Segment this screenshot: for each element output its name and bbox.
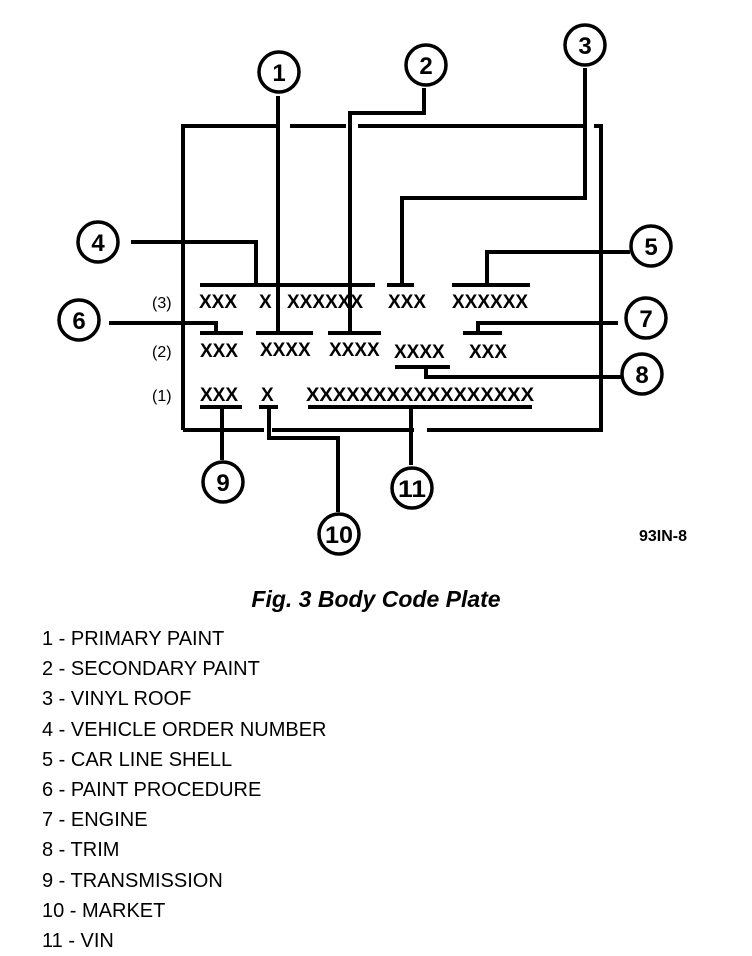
leader-lines — [109, 68, 630, 512]
legend-item: 10 - MARKET — [42, 899, 166, 922]
code-trim: XXXX — [394, 342, 445, 363]
legend-item: 11 - VIN — [42, 929, 114, 952]
code-vehicle-order-number: XXXXXX — [287, 292, 363, 313]
code-vin: XXXXXXXXXXXXXXXXX — [306, 385, 534, 406]
code-market: X — [261, 385, 274, 406]
callout-1: 1 — [257, 50, 301, 94]
legend-item: 7 - ENGINE — [42, 809, 148, 832]
callout-8: 8 — [620, 352, 664, 396]
callout-6: 6 — [57, 298, 101, 342]
code-engine: XXX — [469, 342, 507, 363]
callout-11: 11 — [390, 466, 434, 510]
leader-5 — [485, 250, 630, 285]
row-label-3: (3) — [152, 295, 172, 312]
leader-6 — [109, 321, 218, 333]
code-vinyl-roof: XXX — [388, 292, 426, 313]
row-label-2: (2) — [152, 344, 172, 361]
svg-text:9: 9 — [216, 470, 229, 497]
svg-text:6: 6 — [72, 308, 85, 335]
callout-4: 4 — [76, 220, 120, 264]
code-underlines — [200, 283, 532, 409]
svg-text:7: 7 — [639, 306, 652, 333]
legend-item: 8 - TRIM — [42, 839, 120, 862]
svg-text:3: 3 — [578, 33, 591, 60]
legend-item: 5 - CAR LINE SHELL — [42, 748, 233, 771]
leader-3 — [400, 68, 587, 285]
code-vehicle-order-mid: X — [259, 292, 272, 313]
svg-text:4: 4 — [91, 230, 105, 257]
callout-3: 3 — [563, 23, 607, 67]
code-car-line-shell: XXXXXX — [452, 292, 528, 313]
callout-5: 5 — [629, 224, 673, 268]
code-transmission: XXX — [200, 385, 238, 406]
legend-item: 4 - VEHICLE ORDER NUMBER — [42, 718, 327, 741]
callout-9: 9 — [201, 460, 245, 504]
row-label-1: (1) — [152, 388, 172, 405]
svg-text:2: 2 — [419, 53, 432, 80]
legend-list: 1 - PRIMARY PAINT 2 - SECONDARY PAINT 3 … — [42, 624, 327, 956]
figure-caption: Fig. 3 Body Code Plate — [251, 586, 501, 612]
callout-7: 7 — [624, 296, 668, 340]
callout-10: 10 — [317, 512, 361, 556]
leader-2 — [348, 88, 426, 333]
callout-2: 2 — [404, 43, 448, 87]
svg-text:5: 5 — [644, 234, 657, 261]
leader-10 — [267, 407, 340, 512]
legend-item: 3 - VINYL ROOF — [42, 688, 192, 711]
code-secondary-paint: XXXX — [329, 340, 380, 361]
svg-text:11: 11 — [398, 476, 426, 503]
svg-text:10: 10 — [325, 522, 353, 549]
svg-text:1: 1 — [272, 60, 285, 87]
leader-8 — [424, 367, 622, 379]
leader-4 — [131, 240, 258, 285]
plate-outline — [181, 124, 603, 432]
figure-id: 93IN-8 — [639, 528, 687, 545]
svg-text:8: 8 — [635, 362, 648, 389]
leader-7 — [476, 321, 618, 333]
legend-item: 6 - PAINT PROCEDURE — [42, 778, 262, 801]
legend-item: 1 - PRIMARY PAINT — [42, 628, 225, 650]
legend-item: 2 - SECONDARY PAINT — [42, 658, 260, 681]
code-vehicle-order-prefix: XXX — [199, 292, 237, 313]
body-code-plate-diagram: (3) (2) (1) XXX X XXXXXX XXX XXXXXX XXX … — [57, 23, 687, 556]
code-primary-paint: XXXX — [260, 340, 311, 361]
code-paint-procedure: XXX — [200, 341, 238, 362]
legend-item: 9 - TRANSMISSION — [42, 869, 223, 892]
